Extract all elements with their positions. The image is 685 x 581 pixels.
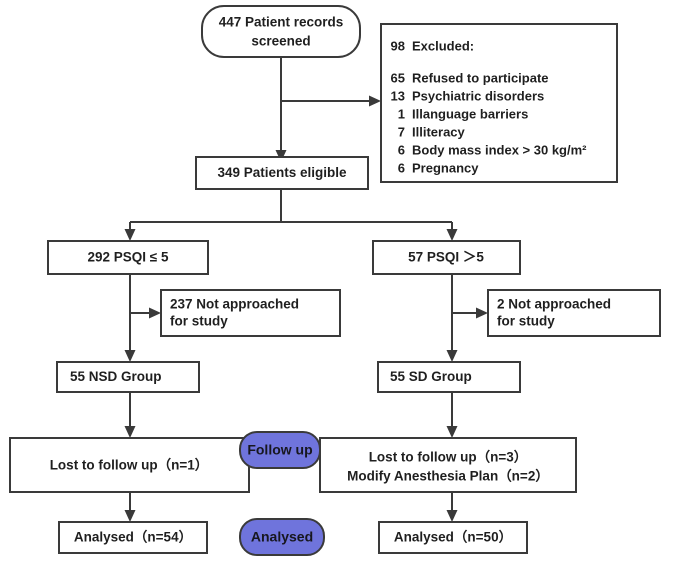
node-lost-right-shape xyxy=(319,437,577,493)
node-analysed-left-text: Analysed（n=54） xyxy=(74,530,192,545)
excluded-header-num: 98 xyxy=(391,38,405,53)
node-lost-left-shape xyxy=(9,437,250,493)
excluded-item-2-label: Illanguage barriers xyxy=(412,106,528,121)
arrowhead-psqi-low xyxy=(124,229,136,241)
node-screened[interactable]: 447 Patient records screened xyxy=(201,5,361,58)
arrowhead-lost-right xyxy=(446,426,458,438)
excluded-header-label: Excluded: xyxy=(412,38,474,53)
node-psqi-high-shape xyxy=(372,240,521,275)
node-not-approached-left-line1: 237 Not approached xyxy=(170,297,299,312)
arrowhead-lost-left xyxy=(124,426,136,438)
node-eligible-shape xyxy=(195,156,369,190)
node-not-approached-right[interactable]: 2 Not approached for study xyxy=(487,289,661,337)
node-screened-shape xyxy=(201,5,361,58)
node-psqi-low[interactable]: 292 PSQI ≤ 5 xyxy=(47,240,209,275)
arrowhead-analysed-right xyxy=(446,510,458,522)
arrowhead-analysed-left xyxy=(124,510,136,522)
node-psqi-low-text: 292 PSQI ≤ 5 xyxy=(88,250,169,265)
node-screened-line2: screened xyxy=(251,34,310,49)
node-psqi-high-text: 57 PSQI ＞5 xyxy=(408,250,484,265)
excluded-item-3-label: Illiteracy xyxy=(412,124,466,139)
node-excluded[interactable]: 98 Excluded: 65 Refused to participate 1… xyxy=(380,23,618,183)
node-psqi-low-shape xyxy=(47,240,209,275)
badge-analysed-label: Analysed xyxy=(251,529,313,545)
node-analysed-right-text: Analysed（n=50） xyxy=(394,530,512,545)
excluded-item-4-num: 6 xyxy=(398,142,405,157)
node-not-approached-left[interactable]: 237 Not approached for study xyxy=(160,289,341,337)
node-eligible[interactable]: 349 Patients eligible xyxy=(195,156,369,190)
excluded-item-0-num: 65 xyxy=(391,70,405,85)
node-screened-line1: 447 Patient records xyxy=(219,15,344,30)
arrowhead-sd xyxy=(446,350,458,362)
node-lost-left-line1: Lost to follow up（n=1） xyxy=(50,458,209,473)
node-excluded-shape xyxy=(380,23,618,183)
badge-analysed-shape xyxy=(239,518,325,556)
arrowhead-notapproached-right xyxy=(476,307,488,319)
badge-follow-up[interactable]: Follow up xyxy=(239,431,321,469)
node-psqi-high[interactable]: 57 PSQI ＞5 xyxy=(372,240,521,275)
connector-layer xyxy=(124,57,488,522)
node-sd-group[interactable]: 55 SD Group xyxy=(377,361,521,393)
node-eligible-text: 349 Patients eligible xyxy=(217,165,347,180)
node-analysed-right-shape xyxy=(378,521,528,554)
node-not-approached-right-line2: for study xyxy=(497,314,555,329)
excluded-item-3-num: 7 xyxy=(398,124,405,139)
node-lost-left[interactable]: Lost to follow up（n=1） xyxy=(9,437,250,493)
arrowhead-notapproached-left xyxy=(149,307,161,319)
excluded-item-5-num: 6 xyxy=(398,160,405,175)
node-analysed-left[interactable]: Analysed（n=54） xyxy=(58,521,208,554)
node-analysed-right[interactable]: Analysed（n=50） xyxy=(378,521,528,554)
node-lost-right-line1: Lost to follow up（n=3） xyxy=(369,450,528,465)
excluded-item-2-num: 1 xyxy=(398,106,405,121)
node-analysed-left-shape xyxy=(58,521,208,554)
arrowhead-psqi-high xyxy=(446,229,458,241)
excluded-item-5-label: Pregnancy xyxy=(412,160,479,175)
badge-follow-up-shape xyxy=(239,431,321,469)
node-not-approached-right-line1: 2 Not approached xyxy=(497,297,611,312)
node-sd-group-text: 55 SD Group xyxy=(390,369,472,384)
node-nsd-group-shape xyxy=(56,361,200,393)
excluded-item-1-num: 13 xyxy=(391,88,405,103)
node-nsd-group-text: 55 NSD Group xyxy=(70,369,162,384)
node-sd-group-shape xyxy=(377,361,521,393)
node-lost-right-line2: Modify Anesthesia Plan（n=2） xyxy=(347,469,549,484)
badge-follow-up-label: Follow up xyxy=(247,442,312,458)
node-not-approached-left-line2: for study xyxy=(170,314,228,329)
node-not-approached-left-shape xyxy=(160,289,341,337)
excluded-item-4-label: Body mass index > 30 kg/m² xyxy=(412,142,587,157)
arrowhead-nsd xyxy=(124,350,136,362)
badge-analysed[interactable]: Analysed xyxy=(239,518,325,556)
node-nsd-group[interactable]: 55 NSD Group xyxy=(56,361,200,393)
arrowhead-excluded xyxy=(369,95,381,107)
excluded-item-0-label: Refused to participate xyxy=(412,70,549,85)
excluded-item-1-label: Psychiatric disorders xyxy=(412,88,544,103)
node-not-approached-right-shape xyxy=(487,289,661,337)
node-lost-right[interactable]: Lost to follow up（n=3） Modify Anesthesia… xyxy=(319,437,577,493)
